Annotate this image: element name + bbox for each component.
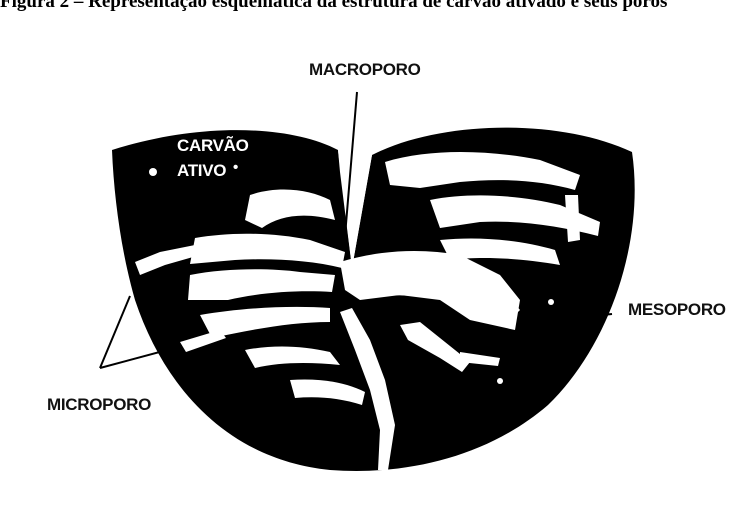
pore-dot-2 [548,299,554,305]
macroporo-label: MACROPORO [309,61,421,78]
mesoporo-label: MESOPORO [628,301,726,318]
microporo-leader-1 [100,296,130,368]
carvao-label-line2: ATIVO [177,162,226,179]
microporo-label: MICROPORO [47,396,151,413]
pore-dot-3 [497,378,503,384]
pore-dot-1 [149,168,157,176]
carvao-label-line1: CARVÃO [177,137,249,154]
carvao-label-dot: • [233,160,238,175]
